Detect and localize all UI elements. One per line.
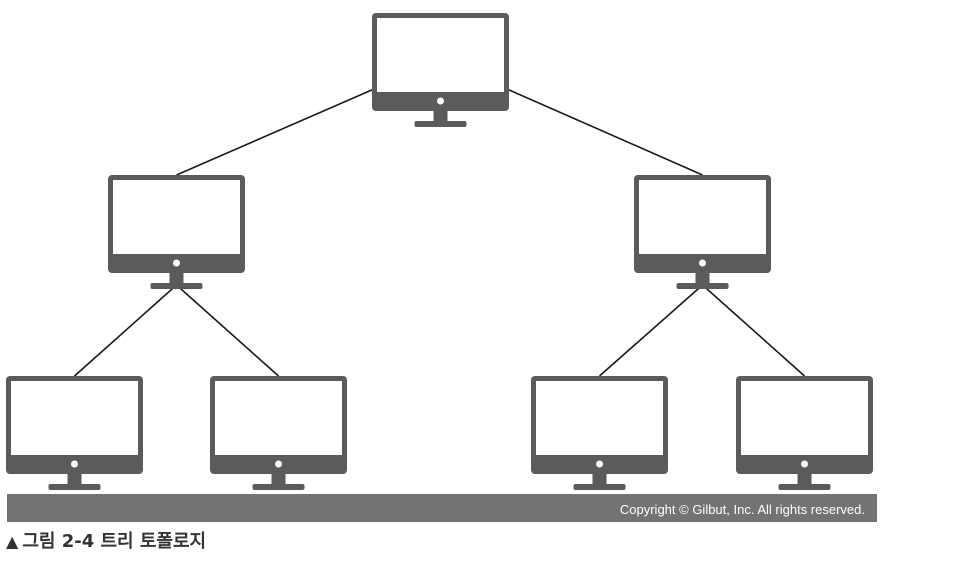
computer-nodes — [6, 13, 873, 490]
stand-base — [414, 121, 467, 127]
power-dot — [71, 460, 78, 468]
stand-neck — [592, 474, 607, 484]
monitor-icon — [372, 13, 509, 127]
triangle-marker-icon: ▲ — [6, 532, 19, 551]
monitor-icon — [531, 376, 668, 490]
stand-neck — [271, 474, 286, 484]
edge-left-mid-leaf-1 — [73, 284, 178, 377]
power-dot — [596, 460, 603, 468]
stand-base — [252, 484, 305, 490]
power-dot — [801, 460, 808, 468]
power-dot — [275, 460, 282, 468]
monitor-screen — [741, 381, 868, 455]
monitor-screen — [377, 18, 504, 92]
monitor-icon — [736, 376, 873, 490]
monitor-screen — [536, 381, 663, 455]
edge-root-left-mid — [176, 88, 375, 176]
edge-left-mid-leaf-2 — [175, 284, 280, 377]
stand-base — [150, 283, 203, 289]
monitor-screen — [113, 180, 240, 254]
power-dot — [699, 259, 706, 267]
stand-neck — [67, 474, 82, 484]
edge-right-mid-leaf-4 — [701, 284, 806, 377]
monitor-screen — [11, 381, 138, 455]
stand-base — [676, 283, 729, 289]
figure-caption: ▲그림 2-4 트리 토폴로지 — [6, 530, 206, 554]
stand-neck — [433, 111, 448, 121]
monitor-icon — [210, 376, 347, 490]
monitor-screen — [215, 381, 342, 455]
copyright-text: Copyright © Gilbut, Inc. All rights rese… — [619, 502, 865, 517]
power-dot — [173, 259, 180, 267]
edge-right-mid-leaf-3 — [598, 284, 704, 377]
copyright-bar: Copyright © Gilbut, Inc. All rights rese… — [7, 494, 877, 522]
stand-base — [48, 484, 101, 490]
edge-root-right-mid — [506, 88, 703, 176]
caption-text: 그림 2-4 트리 토폴로지 — [22, 531, 207, 552]
stand-neck — [169, 273, 184, 283]
stand-neck — [797, 474, 812, 484]
monitor-icon — [634, 175, 771, 289]
monitor-screen — [639, 180, 766, 254]
stand-base — [573, 484, 626, 490]
connection-lines — [73, 88, 806, 377]
monitor-icon — [108, 175, 245, 289]
stand-base — [778, 484, 831, 490]
monitor-icon — [6, 376, 143, 490]
power-dot — [437, 97, 444, 105]
stand-neck — [695, 273, 710, 283]
